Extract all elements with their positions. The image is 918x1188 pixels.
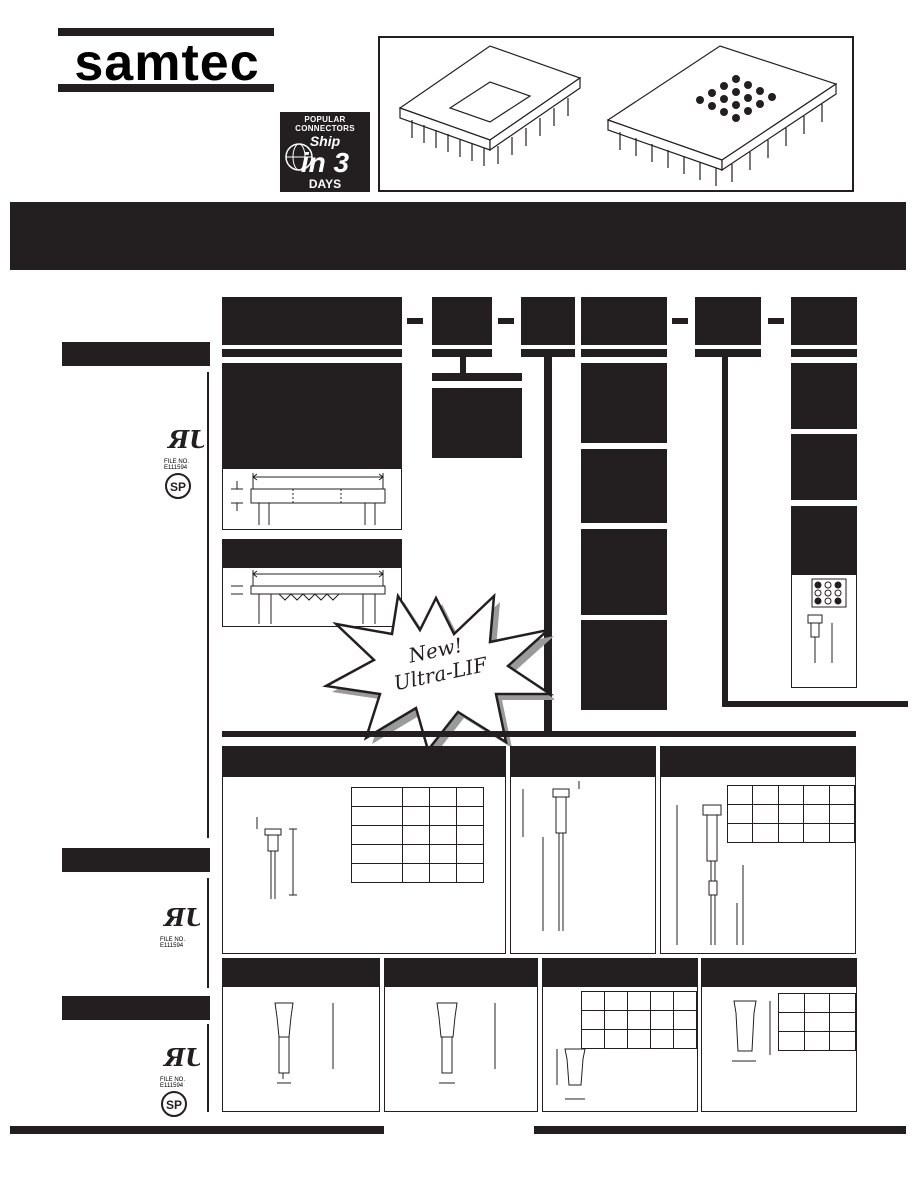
globe-icon xyxy=(285,143,313,171)
pn-dash-2 xyxy=(498,318,514,324)
logo-text: samtec xyxy=(74,34,260,92)
sidebar-rule-1 xyxy=(207,372,209,838)
sidebar-rule-2 xyxy=(207,878,209,988)
pga-socket-full-grid xyxy=(606,45,838,172)
strip-diagram-1 xyxy=(222,468,402,530)
pn-field-4 xyxy=(581,297,667,345)
pin-drawing-3 xyxy=(676,804,744,945)
pin-drawing-4 xyxy=(274,1002,334,1084)
pn-dash-1 xyxy=(407,318,423,324)
samtec-logo: samtec xyxy=(58,28,278,92)
option-box-4c xyxy=(581,529,667,615)
connector-line-col3 xyxy=(544,357,552,737)
pn-field-5 xyxy=(695,297,761,345)
pin-drawing-1 xyxy=(256,817,297,899)
ul-file-number-1: FILE NO. E111594 xyxy=(164,459,190,471)
option-box-4b xyxy=(581,449,667,523)
ship-in-3-days-badge: POPULAR CONNECTORS Ship in 3 DAYS xyxy=(280,112,370,192)
spec-table-7 xyxy=(778,993,856,1051)
detail-panel-5 xyxy=(384,958,538,1112)
connector-line-col5 xyxy=(722,357,728,707)
pga-socket-illustrations xyxy=(398,45,838,186)
ul-recognized-mark-2: ЯU FILE NO. E111594 xyxy=(160,903,208,949)
option-header-1b xyxy=(222,539,402,567)
product-illustration-panel xyxy=(378,36,854,192)
title-banner xyxy=(10,202,906,270)
strip-diagram-2 xyxy=(222,567,402,627)
svg-text:SP: SP xyxy=(166,1098,182,1112)
spec-table-1 xyxy=(351,787,484,883)
pn-field-1 xyxy=(222,297,402,345)
badge-line4: DAYS xyxy=(308,177,342,191)
pn-field-3 xyxy=(521,297,575,345)
svg-text:SP: SP xyxy=(170,480,186,494)
sidebar-header-3 xyxy=(62,996,210,1020)
footer-bar-right xyxy=(534,1126,906,1134)
pn-field-6 xyxy=(791,297,857,345)
detail-panel-3 xyxy=(660,746,856,954)
detail-panel-4 xyxy=(222,958,380,1112)
svg-text:ЯU: ЯU xyxy=(166,425,204,454)
option-header-2 xyxy=(432,373,522,381)
sidebar-rule-3 xyxy=(207,1024,209,1112)
detail-panel-6 xyxy=(542,958,698,1112)
sidebar-header-2 xyxy=(62,848,210,872)
ul-icon: ЯU xyxy=(166,425,212,454)
badge-line2: Ship xyxy=(309,133,341,149)
option-box-2 xyxy=(432,388,522,458)
ul-recognized-mark-1: ЯU FILE NO. E111594 SP xyxy=(164,424,212,499)
ul-icon: ЯU xyxy=(162,1043,208,1072)
sidebar-header-1 xyxy=(62,342,210,366)
pin-drawing-7 xyxy=(732,1000,771,1062)
pn-field-2 xyxy=(432,297,492,345)
csa-icon: SP xyxy=(165,473,191,499)
footer-bar-left xyxy=(10,1126,384,1134)
option-box-1a xyxy=(222,363,402,468)
pin-drawing-6 xyxy=(556,1048,586,1100)
csa-icon: SP xyxy=(161,1091,187,1117)
option-box-4d xyxy=(581,620,667,710)
pga-socket-open-center xyxy=(398,45,582,152)
spec-table-3 xyxy=(726,785,856,843)
ul-file-number-2: FILE NO. E111594 xyxy=(160,937,186,949)
option-box-6a xyxy=(791,363,857,429)
svg-text:ЯU: ЯU xyxy=(162,1044,200,1072)
new-ultra-lif-starburst: New! Ultra-LIF xyxy=(318,590,556,756)
ul-icon: ЯU xyxy=(162,903,208,932)
detail-panel-2 xyxy=(510,746,656,954)
ul-recognized-mark-3: ЯU FILE NO. E111594 SP xyxy=(160,1043,208,1117)
badge-line1: POPULAR CONNECTORS xyxy=(295,115,355,133)
option-box-6b xyxy=(791,434,857,500)
detail-panel-1 xyxy=(222,746,506,954)
spec-table-6 xyxy=(581,991,697,1049)
badge-line3: in 3 xyxy=(300,147,350,178)
section-separator xyxy=(222,731,856,737)
svg-text:ЯU: ЯU xyxy=(162,904,200,932)
pin-drawing-2 xyxy=(522,781,580,931)
pin-option-diagram xyxy=(791,574,857,688)
detail-panel-7 xyxy=(701,958,857,1112)
pin-drawing-5 xyxy=(436,1002,496,1084)
option-box-6c xyxy=(791,506,857,574)
pn-dash-3 xyxy=(672,318,688,324)
ul-file-number-3: FILE NO. E111594 xyxy=(160,1077,186,1089)
pn-dash-4 xyxy=(768,318,784,324)
option-box-4a xyxy=(581,363,667,443)
